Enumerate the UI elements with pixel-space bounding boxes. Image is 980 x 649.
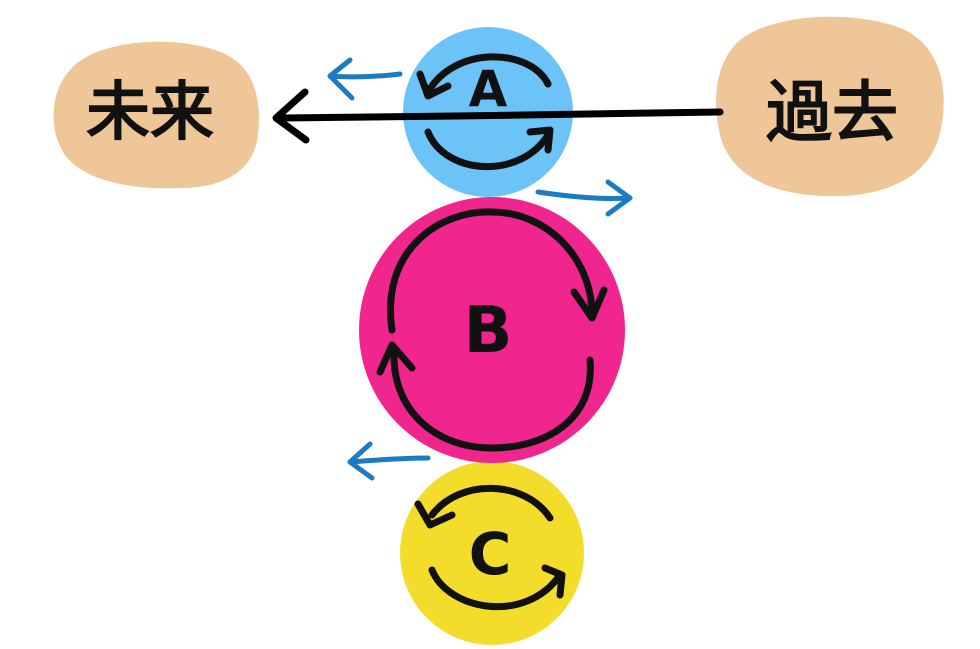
gear-b-label: B bbox=[464, 294, 513, 368]
gear-c-arrow-top-head-icon bbox=[414, 500, 456, 529]
motion-arrow-a-shaft-icon bbox=[327, 71, 403, 80]
motion-arrow-b-shaft-icon bbox=[535, 189, 631, 202]
time-arrow bbox=[272, 88, 724, 144]
motion-arrow-a-head-icon bbox=[327, 57, 355, 101]
gear-a-arrow-bottom-head-icon bbox=[526, 126, 554, 154]
gear-c-label: C bbox=[469, 520, 512, 588]
past-blob-shape bbox=[716, 16, 944, 197]
future-blob: 未来 bbox=[53, 41, 259, 189]
past-blob: 過去 bbox=[716, 16, 944, 197]
gear-b-arrow-top-icon bbox=[387, 208, 596, 334]
future-label: 未来 bbox=[86, 76, 214, 150]
gear-a: A bbox=[403, 27, 573, 197]
motion-arrow-b-head-icon bbox=[605, 179, 633, 217]
motion-arrow-c bbox=[347, 441, 431, 481]
gear-a-label: A bbox=[469, 60, 508, 118]
time-arrow-head-icon bbox=[272, 88, 310, 144]
motion-arrow-a bbox=[327, 57, 403, 101]
gear-b: B bbox=[359, 197, 625, 463]
future-blob-shape bbox=[53, 41, 259, 189]
gear-a-arrow-top-head-icon bbox=[416, 70, 452, 100]
motion-arrow-c-head-icon bbox=[347, 441, 375, 481]
gear-b-arrow-top-head-icon bbox=[570, 286, 608, 322]
gear-a-arrow-bottom-icon bbox=[424, 128, 552, 170]
gear-a-arrow-top-icon bbox=[424, 53, 552, 96]
gear-c-arrow-bottom-icon bbox=[428, 566, 564, 611]
gear-b-arrow-bottom-icon bbox=[390, 348, 594, 452]
gear-c-arrow-top-icon bbox=[428, 484, 554, 522]
gear-b-disc bbox=[359, 197, 625, 463]
time-arrow-line bbox=[278, 108, 724, 122]
motion-arrow-b bbox=[535, 179, 633, 217]
past-label: 過去 bbox=[766, 74, 898, 151]
gear-c-arrow-bottom-head-icon bbox=[541, 564, 566, 599]
gear-b-arrow-bottom-head-icon bbox=[376, 341, 416, 376]
motion-arrow-c-shaft-icon bbox=[347, 455, 431, 465]
gear-c: C bbox=[400, 461, 584, 645]
